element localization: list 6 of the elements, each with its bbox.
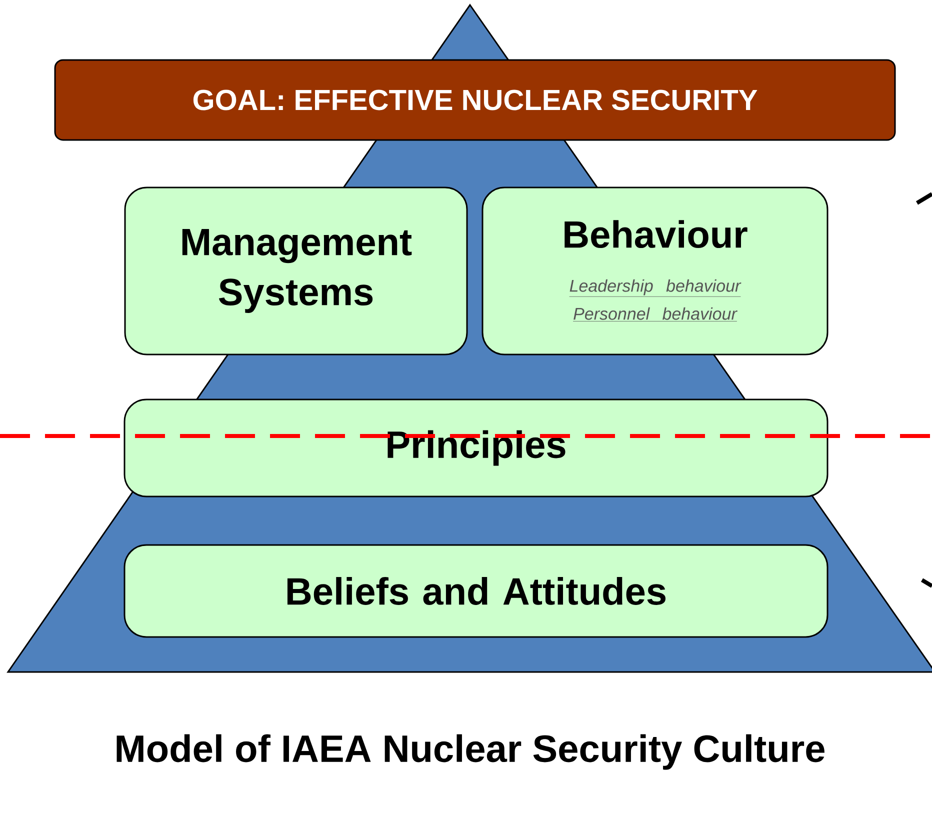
layer-box: Beliefs and Attitudes xyxy=(124,544,828,638)
layer-box: Management Systems xyxy=(124,186,468,356)
layer-box: Principles xyxy=(124,398,828,498)
layer-box: Behaviour Leadership behaviour Personnel behaviour xyxy=(482,186,828,356)
goal-banner: GOAL: EFFECTIVE NUCLEAR SECURITY xyxy=(54,59,896,141)
caption: Model of IAEA Nuclear Security Culture xyxy=(116,734,824,770)
